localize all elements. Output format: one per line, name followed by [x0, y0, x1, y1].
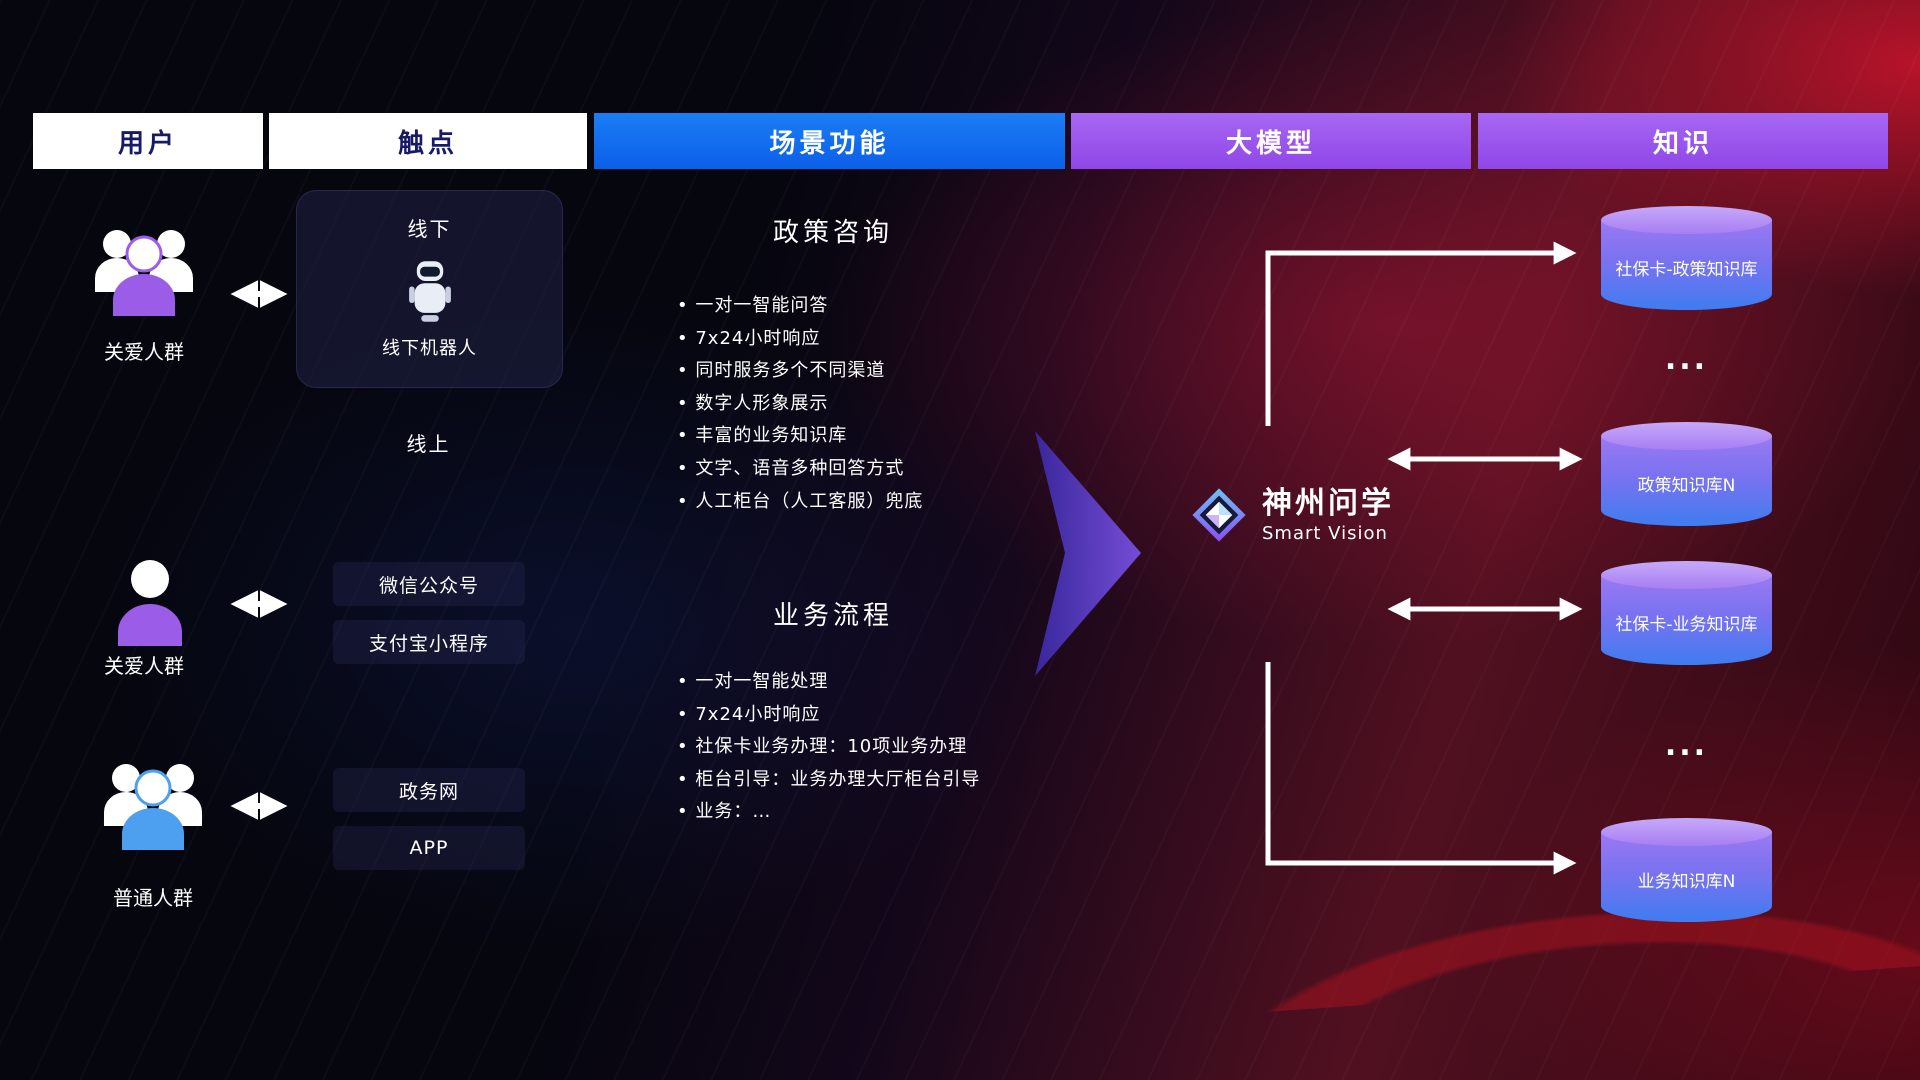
- knowledge-db-2-label: 政策知识库N: [1637, 475, 1736, 496]
- user-group-purple-icon: [83, 220, 205, 324]
- knowledge-db-3-label: 社保卡-业务知识库: [1615, 614, 1758, 635]
- flow-arrow-icon: [1035, 431, 1143, 680]
- business-item: 业务：…: [677, 796, 980, 829]
- cylinder-top: [1601, 561, 1772, 589]
- business-item: 一对一智能处理: [677, 666, 980, 699]
- model-logo: 神州问学 Smart Vision: [1190, 486, 1394, 544]
- offline-title: 线下: [407, 217, 452, 241]
- business-item: 7x24小时响应: [677, 699, 980, 732]
- cylinder-top: [1601, 818, 1772, 846]
- cylinder-top: [1601, 422, 1772, 450]
- header-knowledge: 知识: [1478, 113, 1888, 169]
- knowledge-db-1: 社保卡-政策知识库: [1601, 206, 1772, 310]
- user-label-3: 普通人群: [113, 886, 193, 910]
- header-model: 大模型: [1071, 113, 1471, 169]
- policy-item: 数字人形象展示: [677, 388, 923, 421]
- policy-title: 政策咨询: [772, 218, 893, 248]
- user-group-blue-icon: [92, 754, 214, 858]
- channel-wechat: 微信公众号: [333, 562, 525, 606]
- robot-icon: [297, 250, 562, 334]
- policy-item: 同时服务多个不同渠道: [677, 355, 923, 388]
- policy-item: 丰富的业务知识库: [677, 420, 923, 453]
- policy-list: 一对一智能问答 7x24小时响应 同时服务多个不同渠道 数字人形象展示 丰富的业…: [677, 290, 923, 518]
- user-label-2: 关爱人群: [104, 654, 184, 678]
- policy-item: 人工柜台（人工客服）兜底: [677, 486, 923, 519]
- business-list: 一对一智能处理 7x24小时响应 社保卡业务办理：10项业务办理 柜台引导：业务…: [677, 666, 980, 829]
- knowledge-ellipsis-1: ...: [1664, 342, 1709, 377]
- cylinder-top: [1601, 206, 1772, 234]
- knowledge-db-3: 社保卡-业务知识库: [1601, 561, 1772, 665]
- policy-item: 文字、语音多种回答方式: [677, 453, 923, 486]
- channel-app: APP: [333, 826, 525, 870]
- business-item: 柜台引导：业务办理大厅柜台引导: [677, 764, 980, 797]
- knowledge-db-4-label: 业务知识库N: [1637, 871, 1736, 892]
- header-scenarios: 场景功能: [594, 113, 1065, 169]
- channel-alipay: 支付宝小程序: [333, 620, 525, 664]
- header-users: 用户: [33, 113, 263, 169]
- policy-item: 7x24小时响应: [677, 323, 923, 356]
- knowledge-db-2: 政策知识库N: [1601, 422, 1772, 526]
- channel-govnet: 政务网: [333, 768, 525, 812]
- offline-robot-label: 线下机器人: [382, 338, 477, 359]
- business-item: 社保卡业务办理：10项业务办理: [677, 731, 980, 764]
- knowledge-db-1-label: 社保卡-政策知识库: [1615, 259, 1758, 280]
- user-single-purple-icon: [110, 552, 190, 654]
- policy-item: 一对一智能问答: [677, 290, 923, 323]
- knowledge-db-4: 业务知识库N: [1601, 818, 1772, 922]
- knowledge-ellipsis-2: ...: [1664, 728, 1709, 763]
- online-title: 线上: [406, 432, 451, 456]
- user-label-1: 关爱人群: [104, 340, 184, 364]
- model-name: 神州问学: [1262, 485, 1394, 521]
- header-touchpoints: 触点: [269, 113, 587, 169]
- model-subtitle: Smart Vision: [1262, 522, 1388, 544]
- offline-card: 线下 线下机器人: [296, 190, 563, 388]
- business-title: 业务流程: [772, 601, 893, 631]
- diamond-logo-icon: [1192, 488, 1246, 542]
